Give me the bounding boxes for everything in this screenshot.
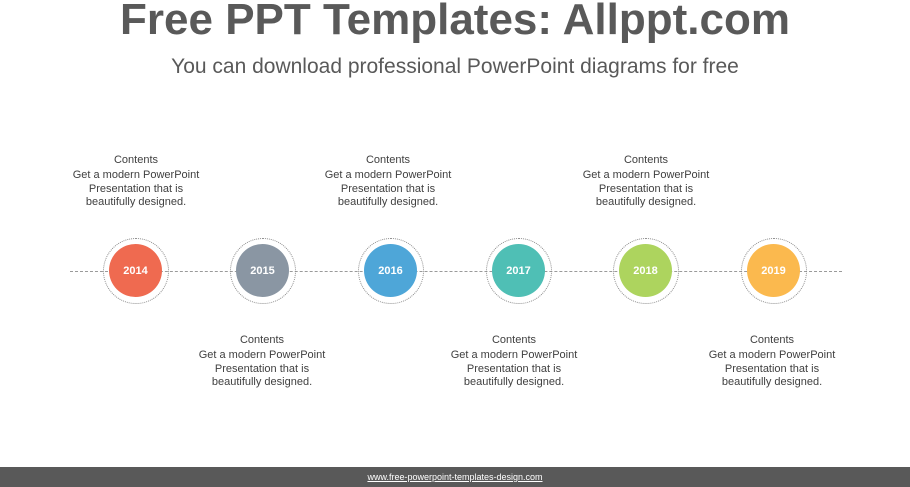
milestone-description: Get a modern PowerPoint Presentation tha… — [198, 348, 326, 389]
timeline-connector-line — [70, 271, 842, 272]
footer-website-link[interactable]: www.free-powerpoint-templates-design.com — [367, 472, 543, 482]
milestone-description: Get a modern PowerPoint Presentation tha… — [72, 168, 200, 209]
milestone-description: Get a modern PowerPoint Presentation tha… — [708, 348, 836, 389]
page-title: Free PPT Templates: Allppt.com — [120, 0, 790, 44]
year-circle: 2017 — [492, 244, 545, 297]
milestone-text-2015: Contents Get a modern PowerPoint Present… — [187, 334, 337, 390]
year-circle: 2016 — [364, 244, 417, 297]
page-subtitle: You can download professional PowerPoint… — [171, 55, 739, 78]
milestone-text-2018: Contents Get a modern PowerPoint Present… — [571, 154, 721, 210]
milestone-description: Get a modern PowerPoint Presentation tha… — [450, 348, 578, 389]
timeline-node-2018: 2018 — [613, 238, 679, 304]
timeline-node-2017: 2017 — [486, 238, 552, 304]
year-circle: 2015 — [236, 244, 289, 297]
milestone-heading: Contents — [239, 334, 285, 346]
milestone-heading: Contents — [113, 154, 159, 166]
year-circle: 2014 — [109, 244, 162, 297]
milestone-heading: Contents — [749, 334, 795, 346]
milestone-text-2017: Contents Get a modern PowerPoint Present… — [439, 334, 589, 390]
milestone-description: Get a modern PowerPoint Presentation tha… — [324, 168, 452, 209]
timeline-node-2016: 2016 — [358, 238, 424, 304]
milestone-text-2019: Contents Get a modern PowerPoint Present… — [697, 334, 847, 390]
milestone-heading: Contents — [623, 154, 669, 166]
timeline-node-2019: 2019 — [741, 238, 807, 304]
year-circle: 2018 — [619, 244, 672, 297]
milestone-heading: Contents — [365, 154, 411, 166]
milestone-text-2014: Contents Get a modern PowerPoint Present… — [61, 154, 211, 210]
milestone-heading: Contents — [491, 334, 537, 346]
year-circle: 2019 — [747, 244, 800, 297]
timeline-node-2015: 2015 — [230, 238, 296, 304]
milestone-text-2016: Contents Get a modern PowerPoint Present… — [313, 154, 463, 210]
timeline-node-2014: 2014 — [103, 238, 169, 304]
footer-bar: www.free-powerpoint-templates-design.com — [0, 467, 910, 487]
milestone-description: Get a modern PowerPoint Presentation tha… — [582, 168, 710, 209]
